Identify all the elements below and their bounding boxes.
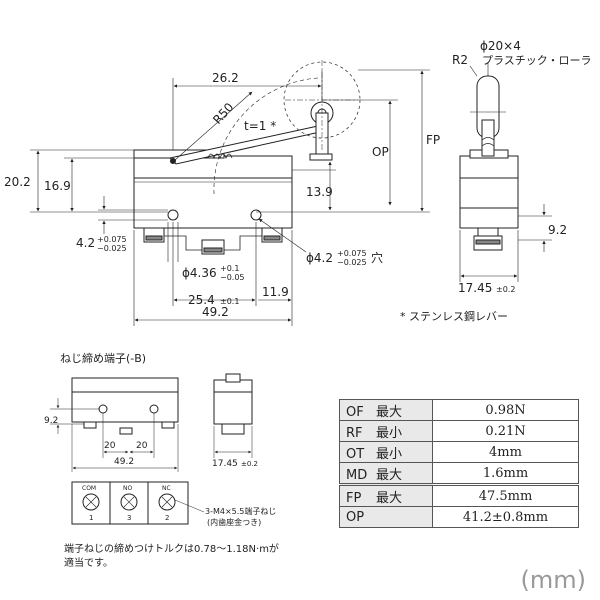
side-view-labels: ϕ20×4 R2 プラスチック・ローラ 9.2 17.45 ±0.2	[452, 39, 592, 295]
terminal-block-bottom	[71, 481, 205, 525]
spec-label: MD 最大	[339, 462, 433, 485]
spec-row: OT 最小 4mm	[339, 441, 579, 463]
terminal-top-label-2: NC	[162, 485, 171, 492]
terminal-top-label-0: COM	[82, 485, 96, 492]
dim-16-9: 16.9	[44, 179, 71, 193]
spec-code: OP	[346, 509, 365, 525]
torque-note-line1: 端子ねじの締めつけトルクは0.78～1.18N·mが	[64, 544, 279, 555]
screw-terminal-side	[213, 373, 253, 458]
spec-value: 47.5mm	[432, 483, 579, 507]
dim-26-2: 26.2	[212, 71, 239, 85]
switch-body	[133, 155, 293, 229]
spec-row: MD 最大 1.6mm	[339, 462, 579, 485]
spec-label: OT 最小	[339, 441, 433, 463]
st-dim-17-45: 17.45	[212, 459, 238, 469]
spec-value: 0.21N	[432, 420, 579, 442]
spec-value: 41.2±0.8mm	[432, 506, 579, 528]
spec-row: OP 41.2±0.8mm	[339, 506, 579, 528]
hole-left-tol-upper: +0.075	[97, 235, 127, 244]
spec-code: MD	[346, 467, 368, 483]
hole-mid-tol-lower: −0.05	[220, 273, 245, 282]
dim-25-4-tol: ±0.1	[220, 297, 239, 306]
hole-right-suffix: 穴	[371, 250, 383, 265]
side-dim-17-45: 17.45	[458, 281, 492, 295]
screw-terminal-title: ねじ締め端子(-B)	[60, 351, 146, 365]
hole-mid-base: ϕ4.36	[182, 266, 217, 280]
unit-label: (mm)	[520, 566, 586, 594]
st-dim-9-2: 9.2	[44, 416, 58, 426]
st-dim-20-a: 20	[104, 441, 116, 451]
spec-code: RF	[346, 425, 363, 441]
terminal-bottom-label-2: 2	[165, 514, 169, 522]
spec-code: FP	[346, 490, 362, 506]
main-view-dimensions	[30, 69, 430, 326]
roller-material-label: プラスチック・ローラ	[482, 54, 592, 67]
spec-value: 0.98N	[432, 399, 579, 421]
spec-label: OF 最大	[339, 399, 433, 421]
spec-label: FP 最大	[339, 483, 433, 507]
lever-spring	[207, 153, 233, 160]
side-view-dimensions	[459, 62, 552, 282]
st-dim-49-2: 49.2	[114, 457, 134, 467]
dim-20-2: 20.2	[4, 175, 31, 189]
spec-value: 4mm	[432, 441, 579, 463]
hole-right-tol-lower: −0.025	[337, 258, 367, 267]
dim-49-2: 49.2	[202, 305, 229, 319]
dim-op-label: OP	[372, 145, 389, 159]
main-view-labels: 26.2 R50 t=1 * OP FP 20.2 16.9 13.9 4.2 …	[4, 71, 440, 319]
screw-note-line1: 3-M4×5.5端子ねじ	[205, 506, 276, 516]
r2-label: R2	[452, 53, 468, 67]
roller-size-label: ϕ20×4	[480, 39, 521, 53]
st-dim-20-b: 20	[136, 441, 148, 451]
lever-material-note: * ステンレス鋼レバー	[400, 309, 508, 323]
side-dim-9-2: 9.2	[548, 223, 567, 237]
screw-terminal-front-dims	[50, 398, 179, 472]
terminal-block-labels: COM NO NC 1 3 2	[82, 485, 171, 522]
dim-11-9: 11.9	[262, 285, 289, 299]
spec-value: 1.6mm	[432, 462, 579, 485]
side-dim-17-45-tol: ±0.2	[496, 285, 515, 294]
hole-mid-tol-upper: +0.1	[220, 264, 239, 273]
spec-label: RF 最小	[339, 420, 433, 442]
spec-qualifier: 最大	[376, 467, 403, 483]
dim-t1-note: t=1 *	[244, 119, 276, 133]
hole-left-tol-lower: −0.025	[97, 244, 127, 253]
side-body	[459, 155, 519, 229]
st-dim-17-45-tol: ±0.2	[241, 460, 258, 468]
hole-right-base: ϕ4.2	[306, 251, 333, 265]
mounting-hole-left	[167, 209, 179, 221]
dim-13-9: 13.9	[306, 185, 333, 199]
spec-qualifier: 最大	[376, 490, 403, 506]
spec-label: OP	[339, 506, 433, 528]
operating-characteristics-table: OF 最大 0.98N RF 最小 0.21N OT 最小 4mm MD 最大 1.6m…	[339, 399, 579, 528]
torque-note-line2: 適当です。	[64, 558, 113, 569]
hole-right-tol-upper: +0.075	[337, 249, 367, 258]
main-front-view	[133, 60, 361, 255]
spec-qualifier: 最小	[376, 425, 403, 441]
spec-row: OF 最大 0.98N	[339, 399, 579, 421]
spec-qualifier: 最大	[376, 404, 403, 420]
screw-note-line2: (内歯座金つき)	[207, 517, 261, 527]
dim-25-4: 25.4	[188, 293, 215, 307]
dim-fp-label: FP	[426, 133, 440, 147]
spec-code: OT	[346, 446, 365, 462]
spec-row: RF 最小 0.21N	[339, 420, 579, 442]
terminal-bottom-label-1: 3	[127, 514, 131, 522]
mounting-hole-right	[250, 209, 262, 221]
screw-terminal-front	[71, 377, 179, 435]
terminal-bottom-label-0: 1	[89, 514, 93, 522]
side-view	[459, 75, 519, 251]
torque-note: 端子ねじの締めつけトルクは0.78～1.18N·mが 適当です。	[64, 543, 279, 571]
terminal-top-label-1: NO	[123, 485, 132, 492]
spec-code: OF	[346, 404, 364, 420]
spec-qualifier: 最小	[376, 446, 403, 462]
spec-row: FP 最大 47.5mm	[339, 483, 579, 507]
dim-r50: R50	[210, 100, 236, 127]
screw-terminal-front-labels: 9.2 20 20 49.2	[44, 416, 148, 467]
hole-left-base: 4.2	[76, 236, 95, 250]
